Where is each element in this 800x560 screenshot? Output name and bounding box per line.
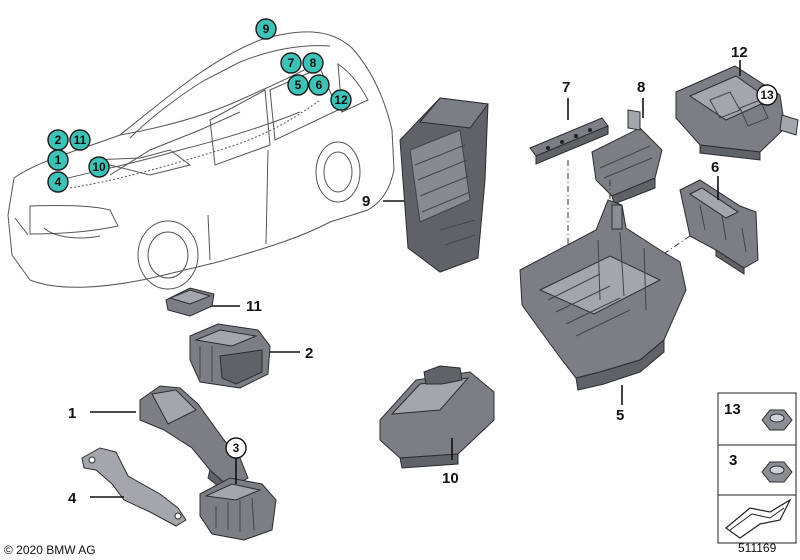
part-1-label: 1 (68, 405, 76, 422)
part-11-label: 11 (246, 298, 262, 315)
part-5-label: 5 (616, 407, 624, 424)
part-3-callout-label: 3 (233, 441, 240, 455)
part-13-callout-circle[interactable]: 13 (756, 84, 778, 106)
vehicle-badge-2-label: 2 (55, 133, 62, 147)
vehicle-badge-1[interactable]: 1 (47, 149, 69, 171)
part-9-module[interactable] (383, 97, 489, 273)
vehicle-badge-4[interactable]: 4 (47, 171, 69, 193)
hardware-table: 13 3 (717, 392, 797, 544)
copyright-text: © 2020 BMW AG (4, 543, 96, 557)
part-7-strip[interactable] (529, 98, 609, 265)
part-9-label: 9 (362, 193, 370, 210)
vehicle-badge-1-label: 1 (55, 153, 62, 167)
vehicle-badge-12-label: 12 (334, 93, 348, 107)
part-6-label: 6 (711, 159, 719, 176)
vehicle-badge-5[interactable]: 5 (287, 74, 309, 96)
vehicle-badge-11-label: 11 (74, 133, 87, 147)
hardware-13-label: 13 (724, 401, 741, 418)
hex-nut-icon (761, 461, 793, 483)
part-10-label: 10 (442, 470, 459, 487)
part-5-tray[interactable] (519, 199, 687, 405)
flange-nut-icon (761, 409, 793, 431)
vehicle-badge-6[interactable]: 6 (308, 74, 330, 96)
vehicle-badge-7[interactable]: 7 (280, 52, 302, 74)
vehicle-badge-11[interactable]: 11 (69, 129, 91, 151)
part-8-label: 8 (637, 79, 645, 96)
vehicle-badge-group: 9 7 8 5 6 12 2 11 (47, 18, 352, 193)
vehicle-badge-8[interactable]: 8 (302, 52, 324, 74)
vehicle-badge-5-label: 5 (295, 78, 302, 92)
vehicle-badge-12[interactable]: 12 (330, 89, 352, 111)
hardware-row-3[interactable]: 3 (729, 452, 793, 483)
vehicle-badge-4-label: 4 (55, 175, 62, 189)
part-4-bracket[interactable] (81, 447, 187, 527)
vehicle-badge-9[interactable]: 9 (255, 18, 277, 40)
hardware-row-13[interactable]: 13 (724, 401, 793, 431)
part-3-plug[interactable] (199, 458, 277, 541)
vehicle-badge-7-label: 7 (288, 56, 295, 70)
vehicle-badge-8-label: 8 (310, 56, 317, 70)
part-11-cap[interactable] (165, 287, 240, 317)
vehicle-badge-9-label: 9 (263, 22, 270, 36)
hardware-3-label: 3 (729, 452, 737, 469)
part-12-label: 12 (731, 44, 748, 61)
part-12-module[interactable] (675, 60, 799, 161)
part-6-bracket[interactable] (639, 176, 759, 275)
part-4-label: 4 (68, 490, 77, 507)
vehicle-badge-6-label: 6 (316, 78, 323, 92)
part-7-label: 7 (562, 79, 570, 96)
vehicle-badge-10-label: 10 (92, 160, 106, 174)
part-1-holder[interactable] (90, 385, 249, 498)
part-2-label: 2 (305, 345, 313, 362)
vehicle-badge-10[interactable]: 10 (88, 156, 110, 178)
part-2-housing[interactable] (189, 323, 300, 389)
part-10-block[interactable] (379, 365, 495, 469)
vehicle-badge-2[interactable]: 2 (47, 129, 69, 151)
part-3-callout-circle[interactable]: 3 (225, 437, 247, 459)
part-13-callout-label: 13 (760, 88, 774, 102)
direction-arrow-icon (725, 498, 792, 539)
diagram-number: 511169 (738, 541, 777, 555)
